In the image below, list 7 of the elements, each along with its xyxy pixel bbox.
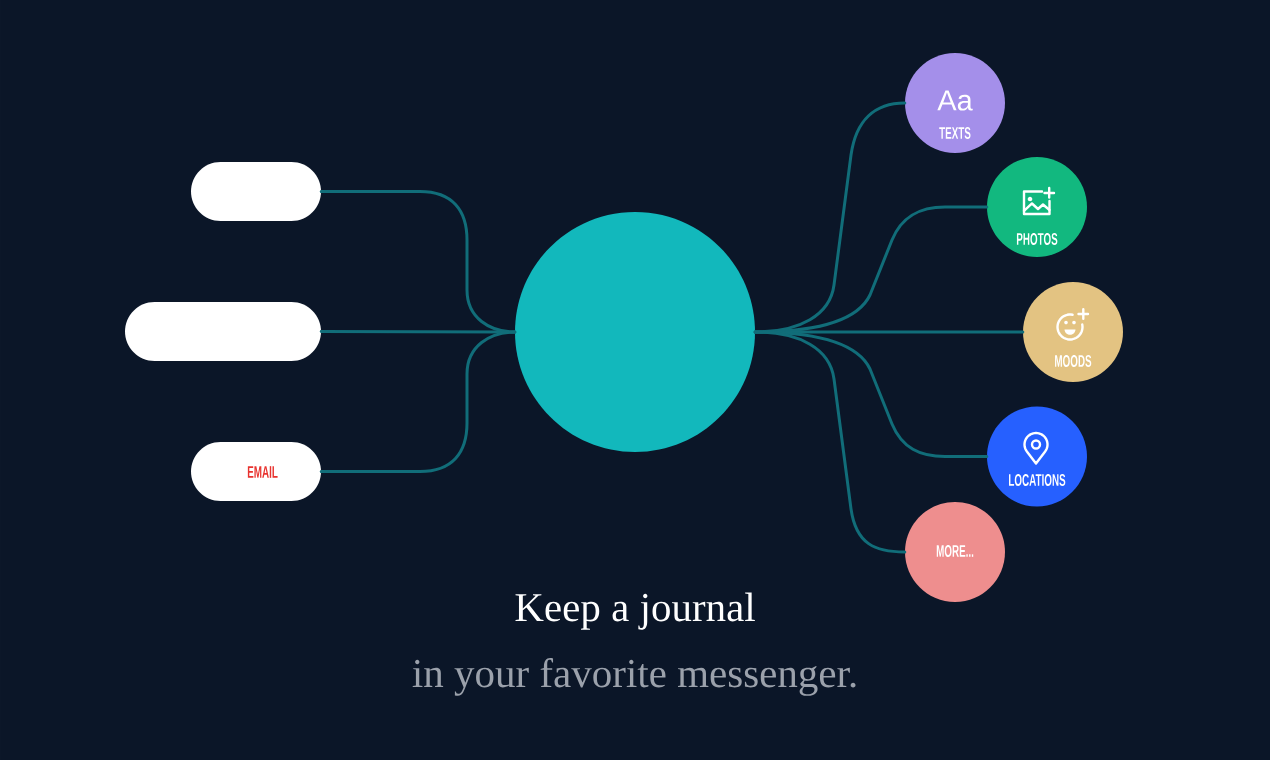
connector-line [319, 330, 517, 334]
pill-box [125, 302, 321, 361]
heading: Keep a journal [515, 592, 755, 630]
subheading: in your favorite messenger. [412, 658, 856, 696]
connector-line [319, 330, 517, 473]
connector-line [753, 330, 907, 554]
hub-circle [515, 212, 755, 452]
